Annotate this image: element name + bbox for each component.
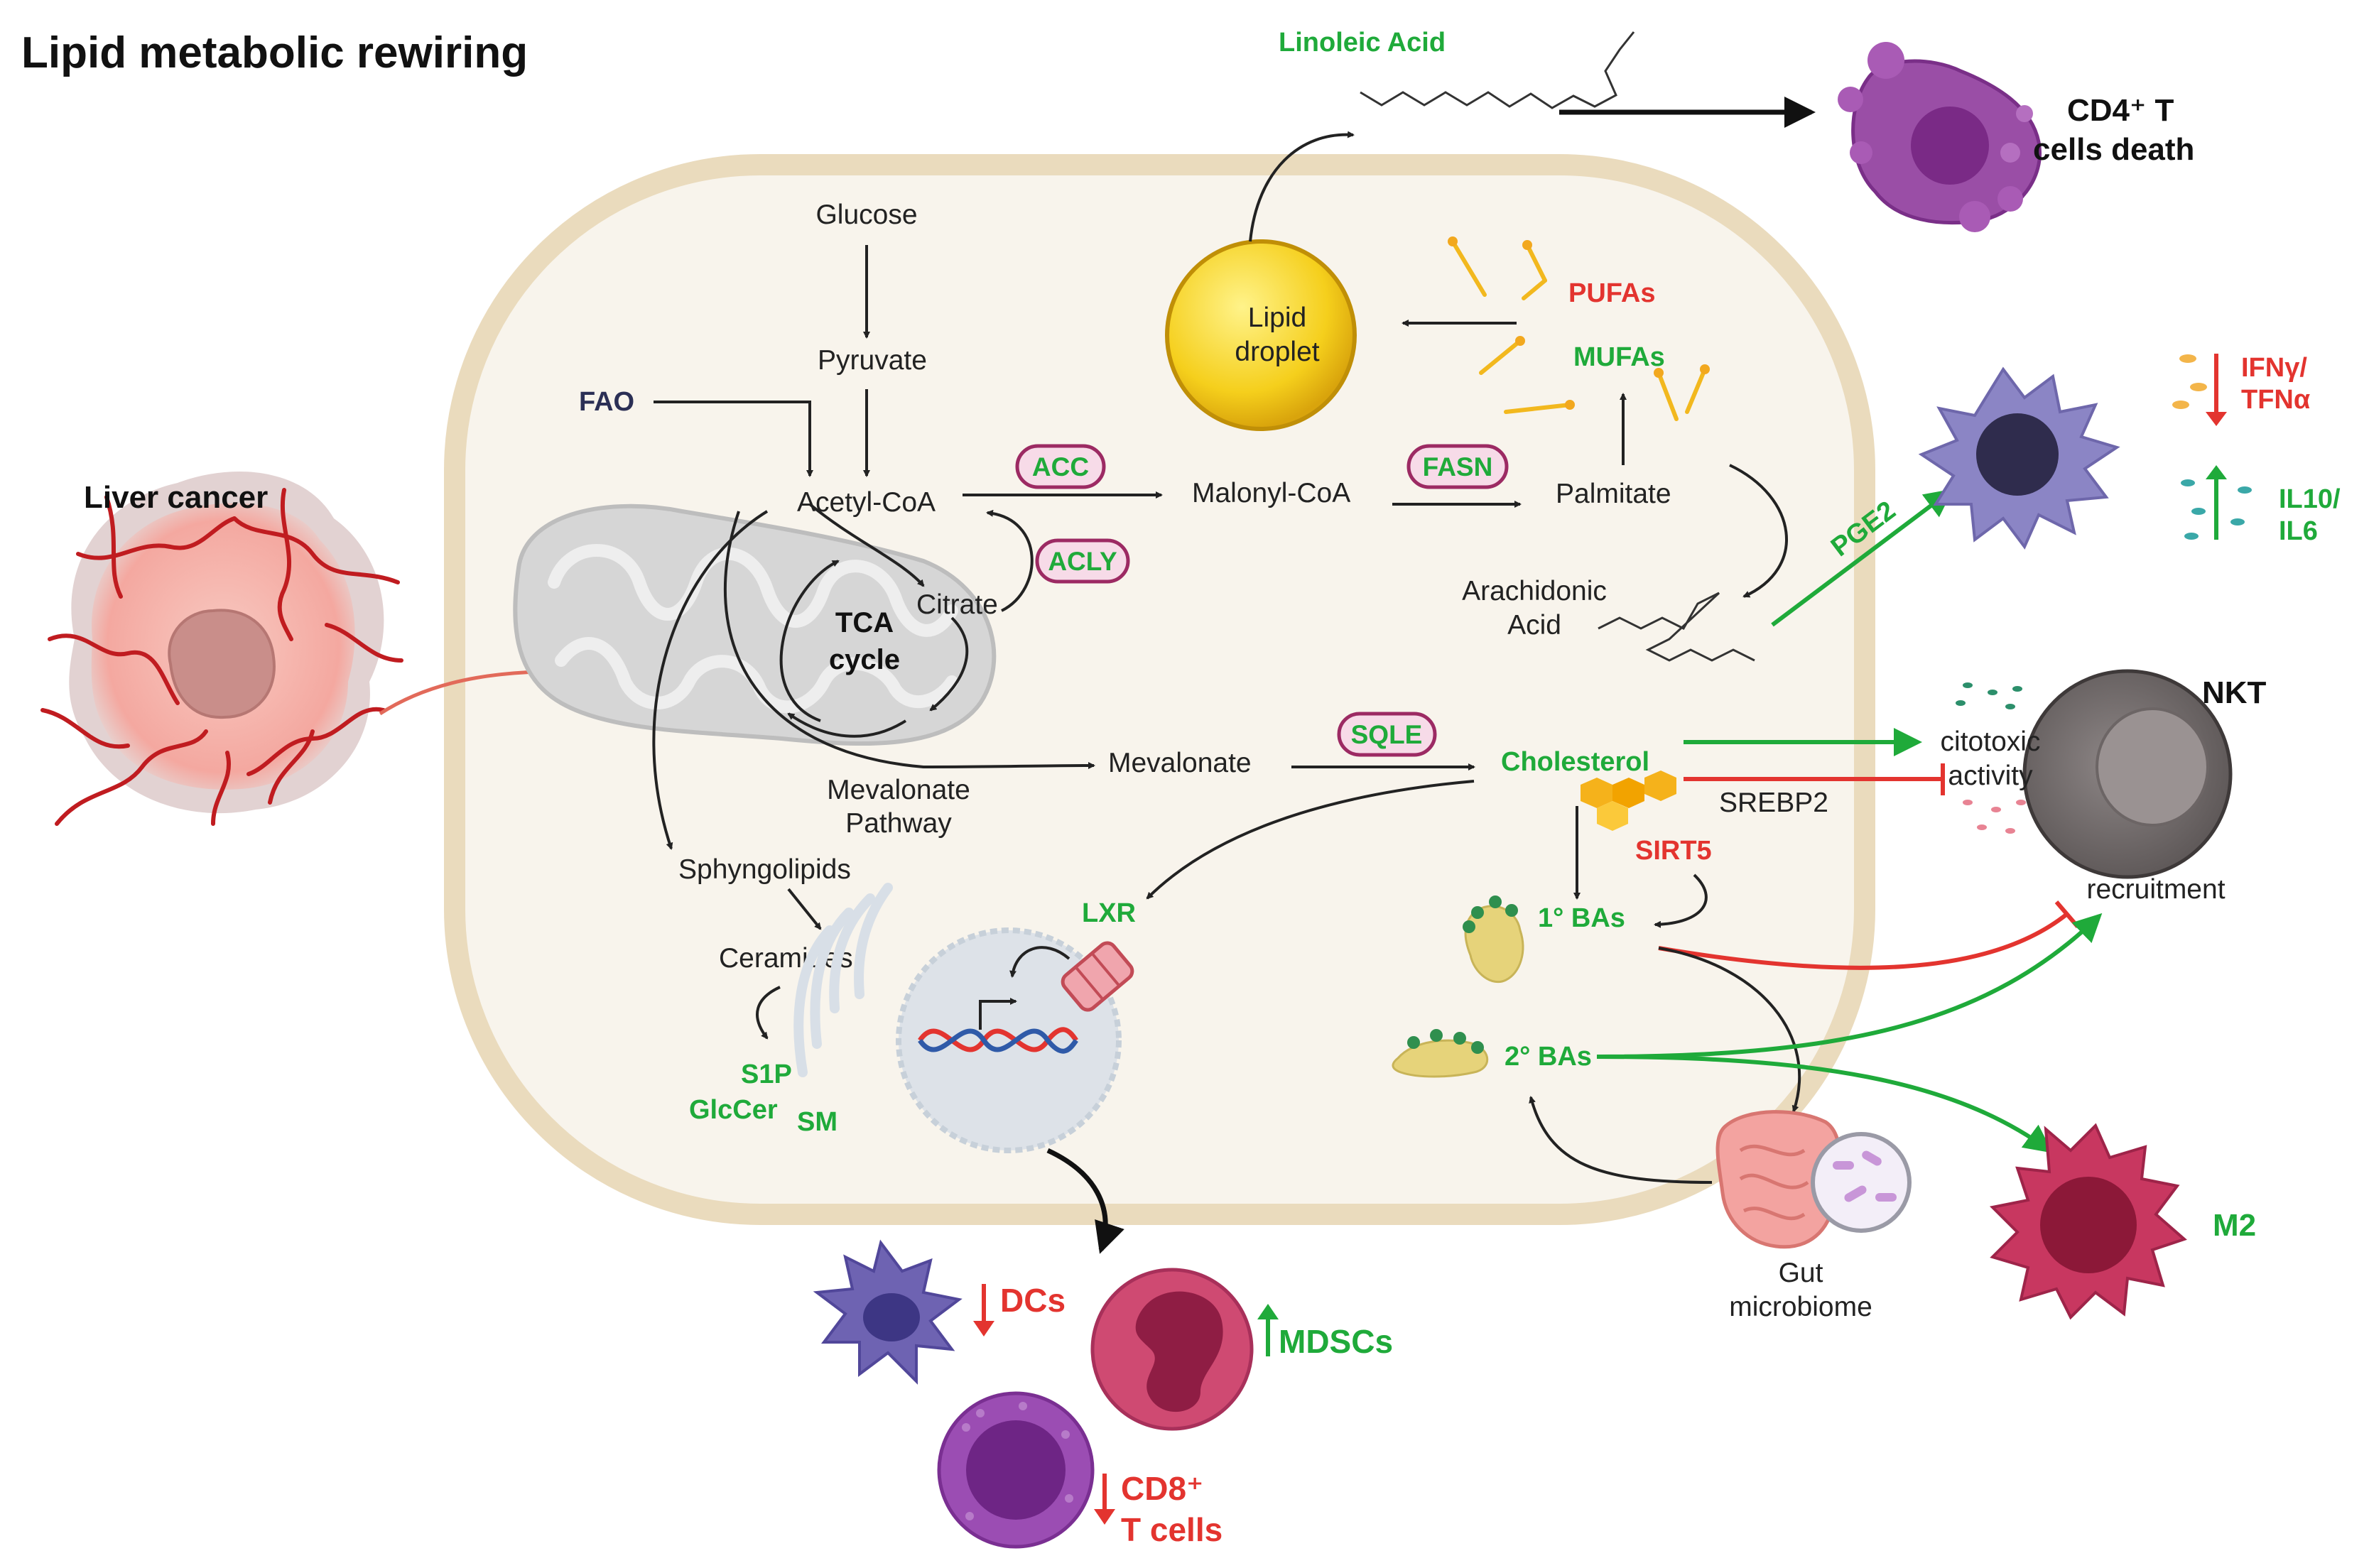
mdscs-label: MDSCs	[1279, 1323, 1393, 1360]
primary-bas-label: 1° BAs	[1538, 903, 1625, 933]
lipid-droplet-label-2: droplet	[1235, 337, 1319, 367]
tca-label: TCA	[835, 607, 894, 638]
citrate-label: Citrate	[916, 589, 998, 620]
cd8-label-2: T cells	[1121, 1511, 1223, 1548]
lxr-label: LXR	[1082, 898, 1136, 928]
acetyl-coa-label: Acetyl-CoA	[797, 487, 936, 518]
pyruvate-label: Pyruvate	[818, 345, 927, 376]
primary-ba-to-gut-arrow	[1658, 947, 1801, 1113]
cd4-label-2: cells death	[2033, 132, 2194, 167]
gut-label-1: Gut	[1779, 1258, 1823, 1288]
gut-to-secondary-ba-arrow	[1529, 1096, 1713, 1184]
svg-text:FASN: FASN	[1423, 452, 1493, 481]
nkt-label: NKT	[2202, 675, 2267, 710]
mufas-label: MUFAs	[1573, 342, 1665, 372]
mdsc-cell-icon	[1090, 1268, 1254, 1431]
secondary-bas-label: 2° BAs	[1505, 1042, 1592, 1072]
mevalonate-pathway-label-2: Pathway	[845, 808, 952, 839]
lxr-receptor-icon	[1061, 941, 1134, 1012]
liver-tumor-icon	[40, 472, 403, 826]
il10-label-1: IL10/	[2279, 484, 2341, 514]
mevalonate-label: Mevalonate	[1108, 748, 1252, 778]
gut-label-2: microbiome	[1729, 1292, 1872, 1322]
secondary-ba-to-m2-arrow	[1596, 1055, 2053, 1153]
malonyl-coa-label: Malonyl-CoA	[1192, 478, 1350, 508]
arachidonic-acid-label-1: Arachidonic	[1462, 576, 1607, 606]
cholesterol-molecule-icon	[1581, 771, 1676, 831]
sphyngolipids-label: Sphyngolipids	[678, 854, 851, 885]
liver-cancer-label: Liver cancer	[84, 480, 268, 515]
s1p-label: S1P	[741, 1060, 792, 1089]
sm-label: SM	[797, 1107, 837, 1137]
cholesterol-label: Cholesterol	[1501, 747, 1649, 777]
droplet-to-linoleic-arrow	[1249, 131, 1355, 242]
suppressive-immune-cell-icon	[1918, 366, 2120, 550]
ifn-label-2: TFNα	[2241, 385, 2310, 415]
citotoxic-label-1: citotoxic	[1941, 726, 2041, 757]
arachidonic-acid-structure	[1598, 592, 1755, 662]
svg-text:ACLY: ACLY	[1048, 547, 1117, 576]
cd8-label-1: CD8⁺	[1121, 1470, 1203, 1507]
fasn-enzyme-badge: FASN	[1406, 444, 1509, 489]
fao-label: FAO	[579, 387, 634, 417]
svg-text:ACC: ACC	[1032, 452, 1089, 481]
primary-bile-acid-icon	[1463, 895, 1524, 983]
lipid-droplet-label-1: Lipid	[1248, 303, 1306, 333]
endoplasmic-reticulum-icon	[793, 883, 893, 1077]
dendritic-cell-icon	[813, 1239, 963, 1385]
diagram-title: Lipid metabolic rewiring	[21, 28, 528, 77]
pge2-arrow	[1771, 489, 1953, 627]
fatty-acid-sticks-icon	[1451, 239, 1707, 421]
sqle-enzyme-badge: SQLE	[1337, 712, 1437, 757]
acly-enzyme-badge: ACLY	[1035, 538, 1130, 584]
linoleic-acid-structure	[1360, 31, 1635, 109]
dna-helix-icon	[918, 1027, 1078, 1054]
linoleic-acid-label: Linoleic Acid	[1279, 28, 1446, 58]
m2-label: M2	[2213, 1208, 2256, 1243]
gut-icon	[1715, 1110, 1842, 1249]
ifn-label-1: IFNγ/	[2241, 353, 2307, 383]
pufas-label: PUFAs	[1568, 278, 1655, 308]
secondary-ba-to-recruitment-arrow	[1596, 913, 2103, 1059]
dcs-label: DCs	[1000, 1282, 1066, 1319]
citotoxic-label-2: activity	[1948, 761, 2033, 791]
palmitate-label: Palmitate	[1556, 479, 1671, 509]
primary-ba-inhibits-recruitment	[1658, 912, 2069, 970]
acc-enzyme-badge: ACC	[1015, 444, 1106, 489]
microbiome-icon	[1811, 1132, 1912, 1233]
svg-text:SQLE: SQLE	[1351, 720, 1423, 749]
glucose-label: Glucose	[815, 200, 917, 230]
mevalonate-pathway-label-1: Mevalonate	[827, 775, 970, 805]
cd8-t-cell-icon	[937, 1391, 1095, 1549]
cd4-label-1: CD4⁺ T	[2067, 93, 2174, 128]
nucleus-to-immune-arrow	[1046, 1148, 1124, 1254]
arachidonic-acid-label-2: Acid	[1507, 610, 1561, 641]
glccer-label: GlcCer	[689, 1095, 778, 1125]
mitochondrion-icon	[513, 503, 997, 746]
cd4-dying-cell-icon	[1838, 42, 2042, 232]
sirt5-label: SIRT5	[1635, 836, 1712, 866]
il10-label-2: IL6	[2279, 516, 2318, 546]
secondary-bile-acid-icon	[1392, 1029, 1489, 1078]
m2-macrophage-icon	[1989, 1123, 2187, 1320]
lipid-droplet-icon	[1165, 239, 1357, 431]
srebp2-label: SREBP2	[1719, 788, 1828, 818]
recruitment-label: recruitment	[2086, 874, 2225, 905]
cycle-label: cycle	[829, 644, 900, 675]
